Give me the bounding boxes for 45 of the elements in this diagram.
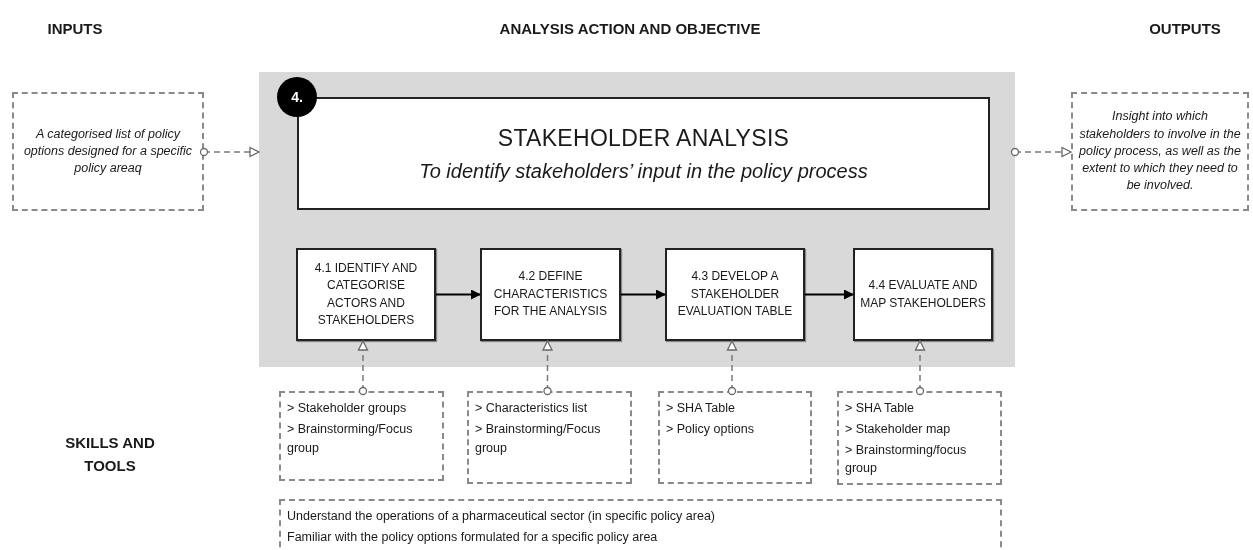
list-item: > Policy options <box>666 420 755 438</box>
step-text: 4.3 DEVELOP A STAKEHOLDER EVALUATION TABLE <box>676 268 794 321</box>
process-box <box>480 248 621 341</box>
list-item: > Brainstorming/Focus group <box>475 420 602 457</box>
arrow <box>804 289 854 300</box>
arrow <box>542 340 553 396</box>
note-text: Insight into which stakeholders to involve in the policy process, as well as the extent to which they need to be involved. <box>1079 108 1241 195</box>
arrow <box>199 146 260 158</box>
section-heading: OUTPUTS <box>1148 19 1222 39</box>
arrow <box>914 340 926 396</box>
arrow <box>435 289 481 300</box>
process-box <box>665 248 805 341</box>
step-number: 4. <box>291 89 303 105</box>
list-item: Understand the operations of a pharmaceutical sector (in specific policy area) <box>287 508 716 525</box>
list-item: Familiar with the policy options formulated for a specific policy area <box>287 528 659 546</box>
note-text: A categorised list of policy options designed for a specific policy areaq <box>22 125 194 178</box>
step-number-circle <box>277 77 317 117</box>
list-item: > Stakeholder groups <box>287 400 408 417</box>
section-heading: INPUTS <box>46 19 104 39</box>
list-item: > SHA Table <box>666 400 736 417</box>
step-text: 4.2 DEFINE CHARACTERISTICS FOR THE ANALYSIS <box>492 268 609 321</box>
list-item: > SHA Table <box>845 400 915 417</box>
process-box <box>296 248 436 341</box>
stage-panel <box>259 72 1015 367</box>
tool-box <box>658 391 812 484</box>
list-item: > Brainstorming/Focus group <box>287 420 414 457</box>
title-text: STAKEHOLDER ANALYSIS <box>497 124 790 152</box>
step-text: 4.1 IDENTIFY AND CATEGORISE ACTORS AND STAKEHOLDERS <box>313 259 419 329</box>
section-heading: ANALYSIS ACTION AND OBJECTIVE <box>498 19 762 39</box>
arrow <box>357 340 369 396</box>
subtitle-text: To identify stakeholders’ input in the policy process <box>419 159 868 183</box>
section-heading: SKILLS AND TOOLS <box>64 433 156 476</box>
list-item: > Characteristics list <box>475 400 589 417</box>
arrow <box>1010 146 1072 158</box>
note-box <box>1071 92 1249 211</box>
tool-box <box>837 391 1002 485</box>
tool-box <box>467 391 632 484</box>
tool-box <box>279 391 444 481</box>
arrow <box>726 340 738 396</box>
list-item: > Brainstorming/focus group <box>845 441 968 478</box>
step-text: 4.4 EVALUATE AND MAP STAKEHOLDERS <box>859 277 987 312</box>
note-box <box>12 92 204 211</box>
arrow <box>620 289 666 300</box>
list-item: > Stakeholder map <box>845 420 952 438</box>
process-box <box>853 248 993 341</box>
